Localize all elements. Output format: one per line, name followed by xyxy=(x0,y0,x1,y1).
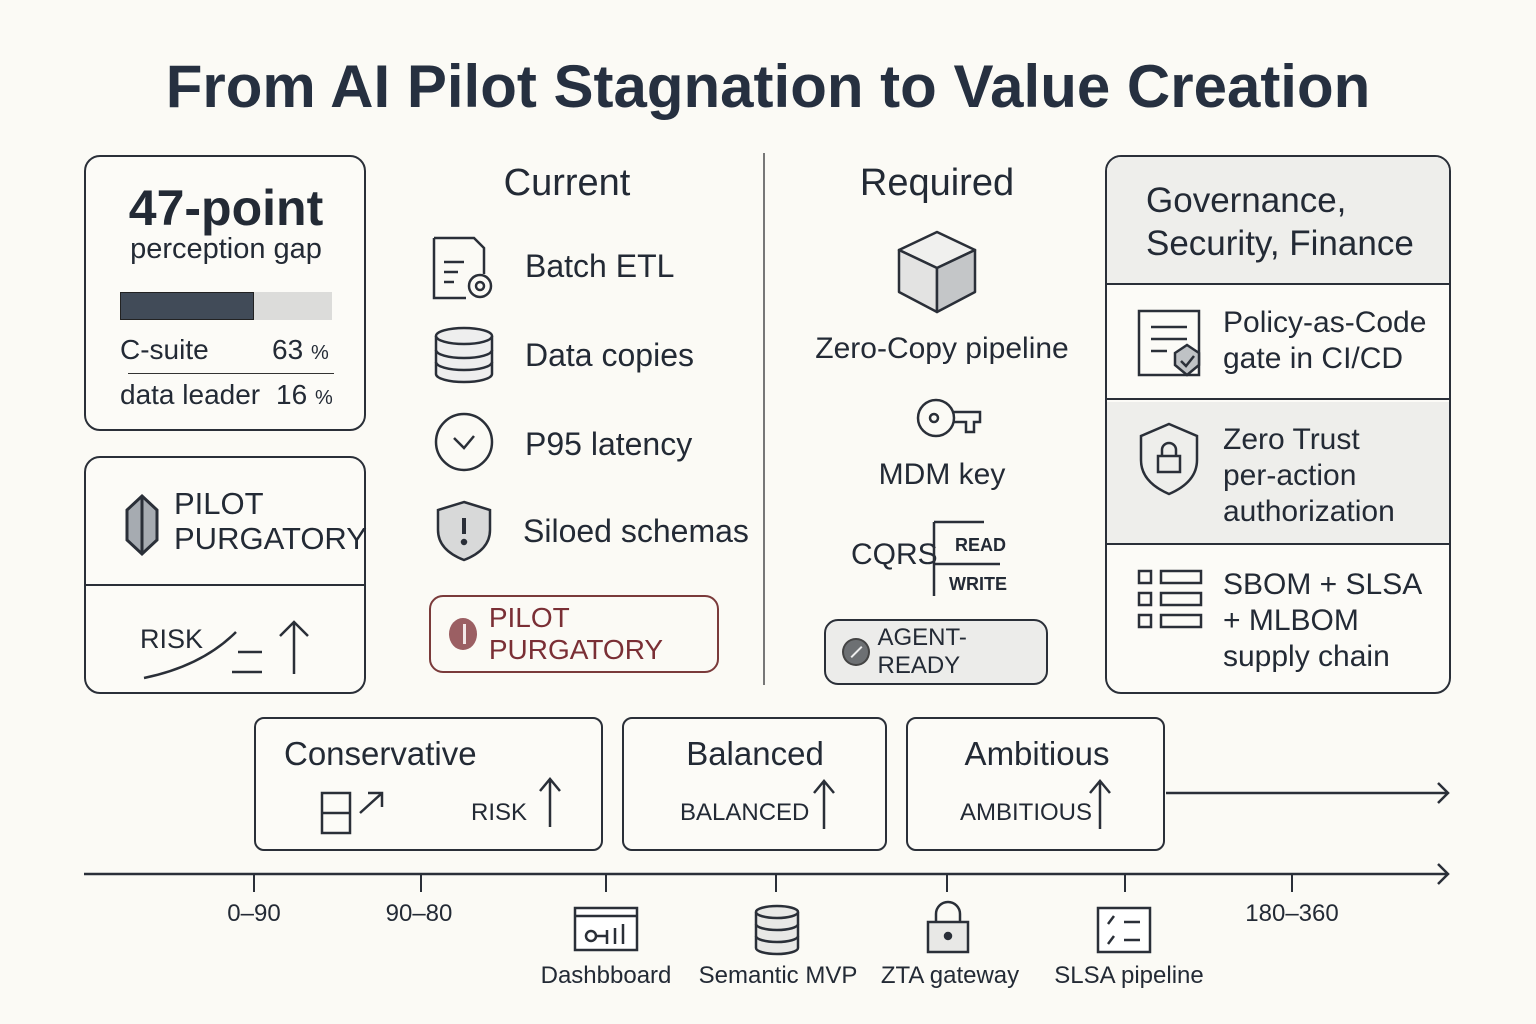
risk-label: RISK xyxy=(140,624,204,654)
page-title: From AI Pilot Stagnation to Value Creati… xyxy=(165,53,1371,120)
clock-icon xyxy=(434,412,494,472)
scenario-conservative: Conservative RISK xyxy=(254,717,603,851)
scenario-title: Ambitious xyxy=(964,735,1110,772)
alert-icon xyxy=(449,618,477,650)
current-heading: Current xyxy=(503,162,631,204)
shield-lock-icon xyxy=(1139,422,1199,496)
cqrs-label: CQRS xyxy=(851,538,938,571)
scenario-arrow xyxy=(1166,782,1450,804)
pilot-purgatory-badge: PILOT PURGATORY xyxy=(429,595,719,673)
document-gear-icon xyxy=(432,236,493,300)
milestone-label: Dashbboard xyxy=(540,962,672,989)
current-item-p95-latency: P95 latency xyxy=(525,426,693,462)
range-label: 180–360 xyxy=(1245,900,1339,927)
key-icon xyxy=(916,398,982,438)
csuite-label: C-suite xyxy=(120,334,209,365)
scenario-balanced: Balanced BALANCED xyxy=(622,717,887,851)
check-icon xyxy=(842,638,870,666)
gem-icon xyxy=(125,493,159,557)
scenario-title: Balanced xyxy=(686,735,824,772)
milestone-label: ZTA gateway xyxy=(880,962,1020,989)
current-item-siloed-schemas: Siloed schemas xyxy=(523,513,749,549)
range-label: 0–90 xyxy=(227,900,281,927)
arrow-up-icon xyxy=(539,777,561,827)
data-leader-value: 16 % xyxy=(276,379,333,410)
scenario-tag: BALANCED xyxy=(680,799,810,826)
mdm-key-label: MDM key xyxy=(878,458,1006,491)
required-heading: Required xyxy=(859,162,1015,204)
divider xyxy=(86,584,364,586)
write-label: WRITE xyxy=(949,574,1007,594)
gap-subtitle: perception gap xyxy=(130,233,322,265)
milestone-label: Semantic MVP xyxy=(698,962,858,989)
policy-check-icon xyxy=(1137,309,1201,377)
governance-header: Governance,Security, Finance xyxy=(1107,157,1449,285)
governance-panel: Governance,Security, Finance Policy-as-C… xyxy=(1105,155,1451,694)
divider xyxy=(128,373,334,374)
column-divider xyxy=(763,153,765,685)
range-label: 90–80 xyxy=(385,900,453,927)
agent-ready-badge: AGENT-READY xyxy=(824,619,1048,685)
data-leader-label: data leader xyxy=(120,379,261,410)
timeline-axis xyxy=(84,863,1450,892)
database-icon xyxy=(754,904,800,956)
current-item-batch-etl: Batch ETL xyxy=(525,248,675,284)
lock-icon xyxy=(926,900,970,954)
milestone-label: SLSA pipeline xyxy=(1054,962,1204,989)
arrow-up-icon xyxy=(1089,779,1111,829)
read-label: READ xyxy=(955,535,1007,555)
agent-ready-label: AGENT-READY xyxy=(877,624,967,679)
scenario-ambitious: Ambitious AMBITIOUS xyxy=(906,717,1165,851)
current-item-data-copies: Data copies xyxy=(525,337,694,373)
governance-heading: Governance,Security, Finance xyxy=(1146,181,1414,263)
cqrs-split-icon xyxy=(932,520,1000,596)
csuite-value: 63 % xyxy=(272,334,329,365)
checklist-icon xyxy=(1096,906,1152,954)
database-icon xyxy=(434,326,494,384)
gap-progress-fill xyxy=(120,292,254,320)
scenario-title: Conservative xyxy=(284,735,477,772)
component-grid-icon xyxy=(1137,569,1203,629)
scenario-tag: RISK xyxy=(471,799,528,826)
gap-headline: 47-point xyxy=(128,180,324,236)
scenario-tag: AMBITIOUS xyxy=(960,799,1093,826)
dashboard-icon xyxy=(573,906,639,952)
arrow-up-icon xyxy=(813,779,835,829)
pilot-purgatory-label: PILOT PURGATORY xyxy=(488,602,664,665)
shield-alert-icon xyxy=(436,500,492,562)
zero-copy-pipeline-label: Zero-Copy pipeline xyxy=(815,332,1069,365)
gap-progress-bar xyxy=(120,292,332,320)
risk-rising-icon xyxy=(143,620,309,680)
expand-icon xyxy=(320,791,384,835)
perception-gap-card: 47-point perception gap C-suite 63 % dat… xyxy=(84,155,366,431)
cube-icon xyxy=(897,230,977,314)
